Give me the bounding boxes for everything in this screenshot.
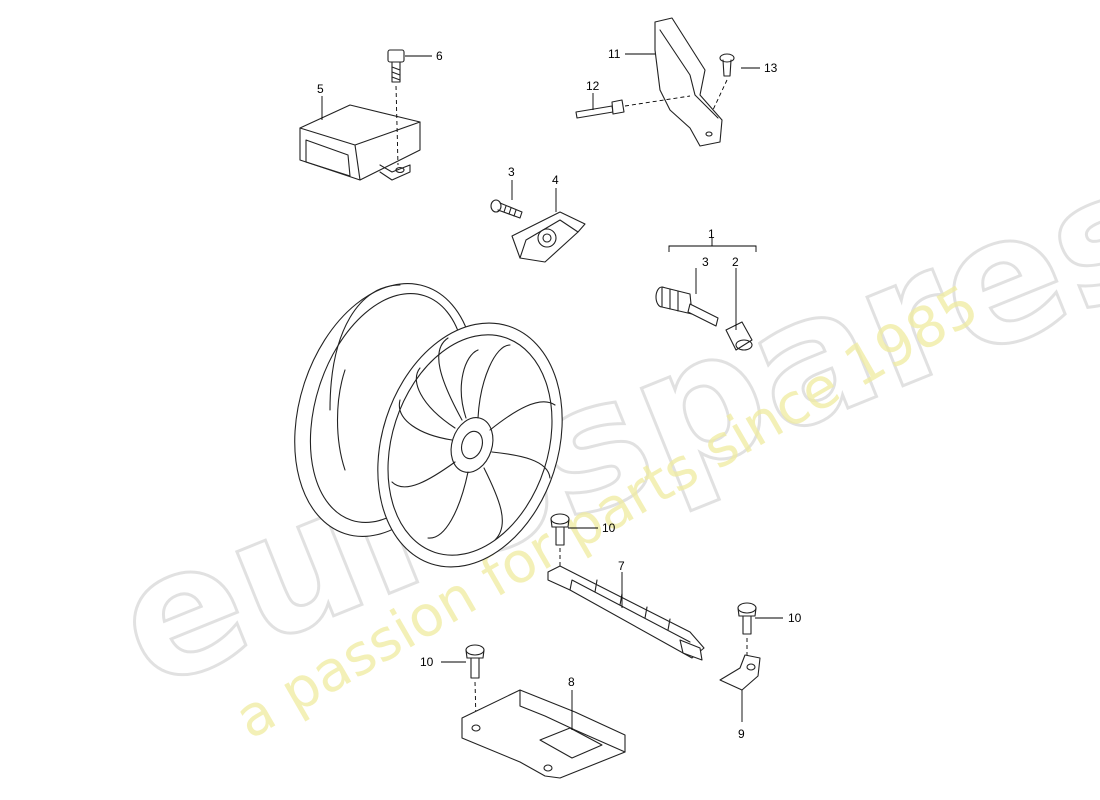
bolt-part-12[interactable] (575, 95, 691, 119)
callout-5: 5 (317, 82, 324, 96)
screw-part-10-right[interactable] (737, 602, 757, 658)
callout-3-valve: 3 (702, 255, 709, 269)
screw-part-10-upper[interactable] (550, 513, 570, 568)
callout-12: 12 (586, 79, 600, 93)
callout-9: 9 (738, 727, 745, 741)
watermark: eurospares a passion for parts since 198… (88, 125, 1100, 752)
screw-part-3[interactable] (490, 199, 523, 219)
callout-10-lower: 10 (420, 655, 434, 669)
sensor-part-4[interactable] (511, 211, 586, 263)
callouts: 5 6 11 12 13 3 4 1 3 2 10 7 10 10 8 9 (317, 47, 802, 741)
screw-part-6[interactable] (387, 49, 405, 166)
watermark-brand: eurospares (90, 126, 1100, 729)
bracket-part-11[interactable] (654, 17, 723, 147)
callout-3-sensor-screw: 3 (508, 165, 515, 179)
callout-1: 1 (708, 227, 715, 241)
screw-part-13[interactable] (711, 53, 735, 113)
callout-7: 7 (618, 559, 625, 573)
antenna-part-7[interactable] (547, 565, 705, 661)
valve-cap-part-2[interactable] (725, 321, 753, 351)
callout-2: 2 (732, 255, 739, 269)
callout-4: 4 (552, 173, 559, 187)
leader-lines (321, 53, 783, 730)
clip-part-9[interactable] (719, 654, 761, 691)
callout-13: 13 (764, 61, 778, 75)
wheel-rim[interactable] (264, 260, 592, 591)
callout-11: 11 (608, 47, 621, 61)
valve-part-3[interactable] (655, 286, 719, 327)
control-unit-part-5[interactable] (299, 104, 421, 181)
callout-10-right: 10 (788, 611, 802, 625)
callout-8: 8 (568, 675, 575, 689)
callout-6: 6 (436, 49, 443, 63)
bracket-part-8[interactable] (461, 689, 626, 779)
callout-10-upper: 10 (602, 521, 616, 535)
